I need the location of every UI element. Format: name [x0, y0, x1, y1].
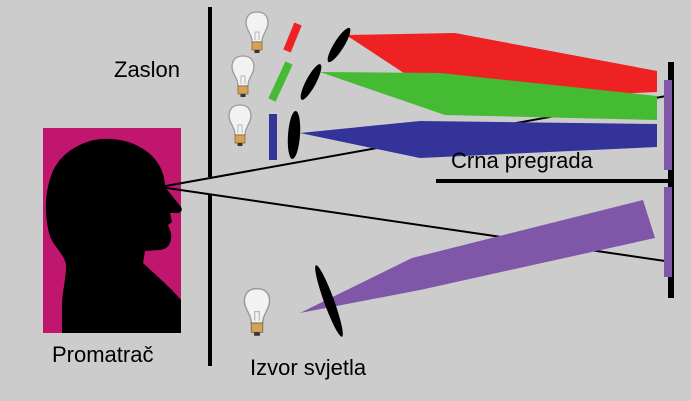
target-plate-upper — [664, 80, 672, 170]
red-lens — [327, 27, 351, 63]
green-beam — [320, 72, 657, 120]
blue-lens — [287, 111, 301, 159]
target-bar — [668, 62, 674, 298]
target-plate-lower — [664, 187, 672, 277]
light-source-label: Izvor svjetla — [250, 355, 367, 380]
screen-label: Zaslon — [114, 57, 180, 82]
black-partition-label: Crna pregrada — [451, 148, 594, 173]
observer-head-silhouette — [45, 138, 182, 333]
green-filter — [268, 61, 293, 102]
green-lens — [300, 64, 322, 100]
source-lens — [315, 265, 343, 337]
red-filter — [283, 22, 302, 53]
purple-beam — [300, 200, 655, 313]
blue-beam — [300, 121, 657, 158]
observer-label: Promatrač — [52, 342, 153, 367]
